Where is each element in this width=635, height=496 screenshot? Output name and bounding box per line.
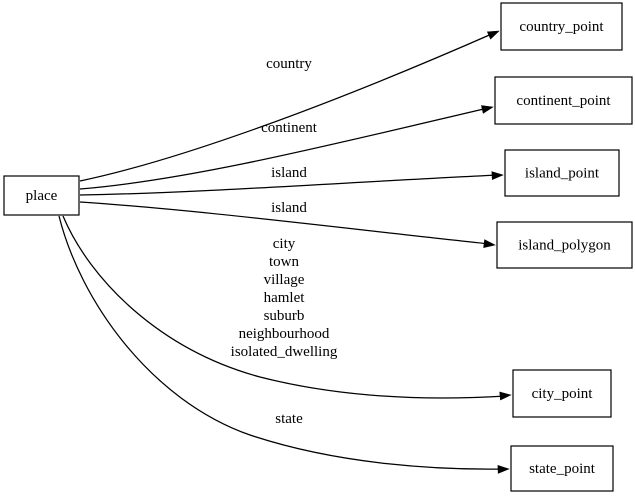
edge-line	[62, 215, 507, 399]
node-label: island_point	[525, 165, 600, 181]
node-island_point[interactable]: island_point	[504, 149, 620, 197]
edge-label: island	[271, 200, 307, 216]
edge-place-country_point	[79, 30, 500, 182]
node-box[interactable]	[512, 369, 612, 418]
arrow-icon	[499, 391, 512, 401]
arrow-icon	[486, 30, 500, 40]
edge-line	[79, 201, 491, 245]
arrow-icon	[481, 105, 494, 114]
edge-line	[79, 107, 489, 190]
node-box[interactable]	[500, 2, 623, 51]
nodes-group: place country_point continent_point island_…	[3, 2, 633, 492]
node-island_polygon[interactable]: island_polygon	[496, 221, 633, 269]
edge-label: island	[271, 165, 307, 181]
node-continent_point[interactable]: continent_point	[494, 76, 633, 125]
edge-label: continent	[261, 120, 318, 136]
edge-label: state	[275, 411, 303, 427]
edge-place-continent_point	[79, 105, 494, 190]
node-label: continent_point	[516, 93, 611, 109]
node-label: country_point	[519, 19, 604, 35]
edge-line	[79, 174, 499, 196]
edge-place-island_polygon	[79, 201, 496, 248]
node-label: state_point	[529, 461, 596, 477]
node-label: place	[26, 188, 58, 204]
node-label: island_polygon	[518, 237, 611, 253]
arrow-icon	[483, 239, 496, 248]
edge-place-island_point	[79, 171, 504, 196]
edges-group	[58, 30, 512, 474]
node-box[interactable]	[3, 175, 80, 216]
node-box[interactable]	[504, 149, 620, 197]
node-label: city_point	[532, 386, 594, 402]
arrow-icon	[491, 171, 504, 180]
edge-line	[58, 215, 505, 470]
node-box[interactable]	[496, 221, 633, 269]
node-box[interactable]	[510, 445, 614, 492]
arrow-icon	[497, 465, 510, 474]
edge-place-city_point	[62, 215, 512, 401]
edge-label: country	[266, 56, 312, 72]
edge-place-state_point	[58, 215, 510, 474]
node-box[interactable]	[494, 76, 633, 125]
node-city_point[interactable]: city_point	[512, 369, 612, 418]
node-place[interactable]: place	[3, 175, 80, 216]
edge-line	[79, 32, 495, 182]
node-state_point[interactable]: state_point	[510, 445, 614, 492]
node-country_point[interactable]: country_point	[500, 2, 623, 51]
